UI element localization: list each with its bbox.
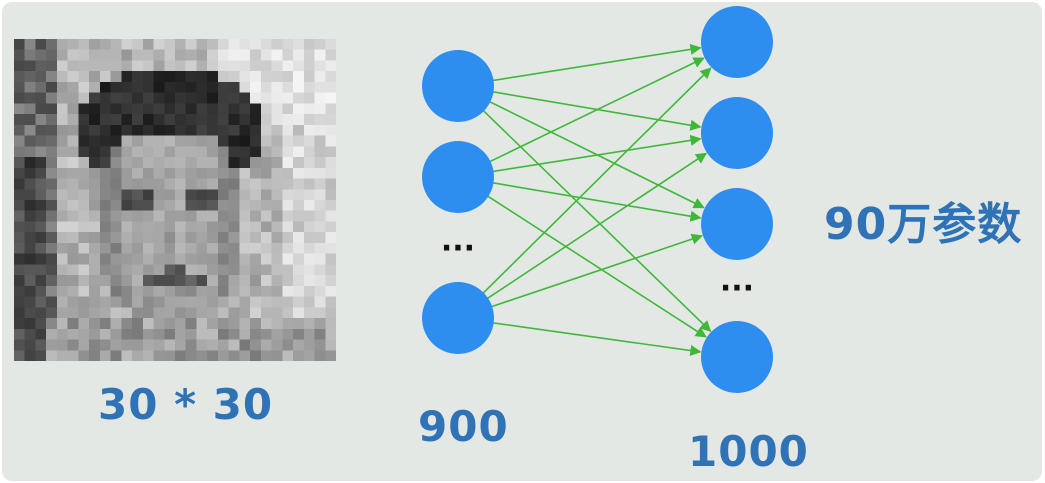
input-node-3 [422,282,494,354]
connection-arrow-2-3 [491,181,702,222]
output-node-2 [701,97,773,169]
parameter-count-label: 90万参数 [824,199,1023,250]
connection-arrow-1-2 [491,90,702,131]
output-node-4 [701,321,773,393]
connection-arrow-1-3 [488,100,705,209]
output-layer-ellipsis: ··· [720,271,754,306]
connection-arrow-3-4 [491,321,702,357]
face-pixel-grid [14,39,336,361]
connection-arrow-2-4 [486,194,707,338]
connection-arrow-2-2 [491,134,702,173]
output-layer-count: 1000 [688,427,809,476]
connection-arrow-2-1 [488,57,705,163]
network-nodes [422,6,773,393]
connection-arrow-1-1 [491,43,702,82]
connection-arrow-3-2 [485,152,708,300]
connection-edges [481,43,712,357]
pixelated-face-image [14,39,336,361]
input-layer-count: 900 [418,402,509,451]
connection-arrow-3-1 [481,67,712,295]
input-node-1 [422,50,494,122]
input-node-2 [422,141,494,213]
output-node-3 [701,188,773,260]
image-size-caption: 30 * 30 [98,380,274,429]
input-layer-ellipsis: ··· [441,231,475,266]
connection-arrow-3-3 [489,233,703,308]
output-node-1 [701,6,773,78]
